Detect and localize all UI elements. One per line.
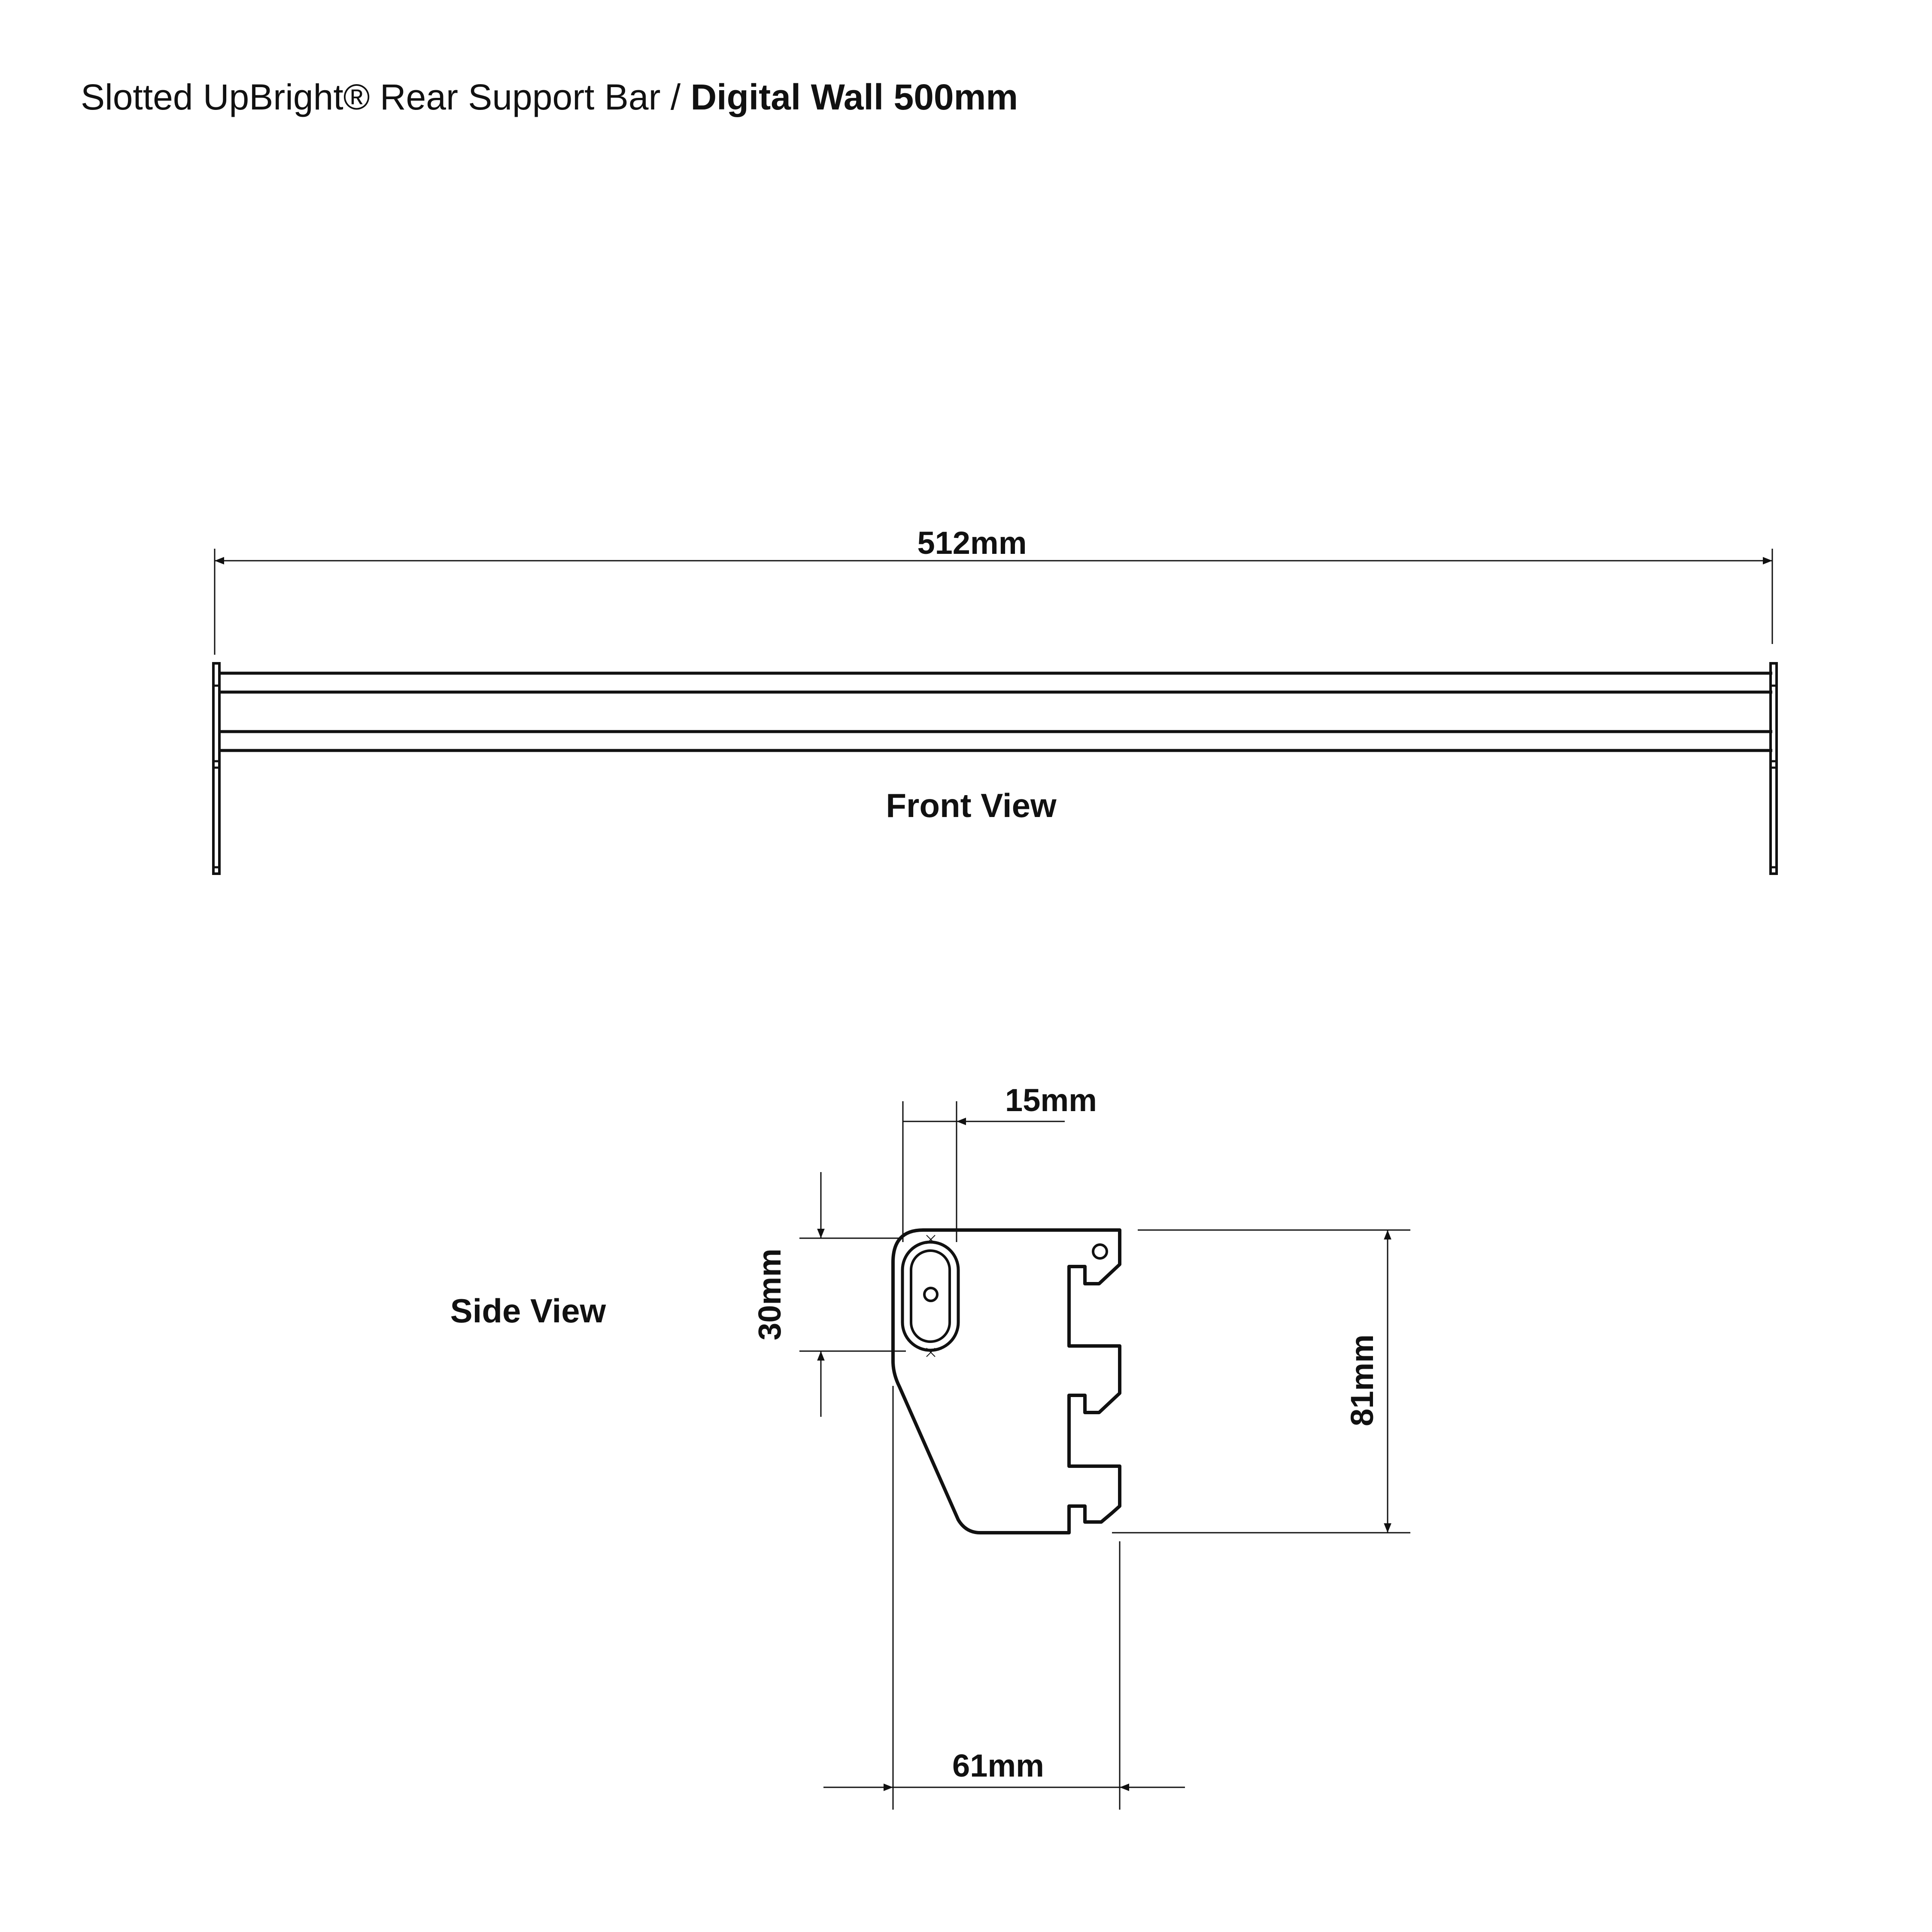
title-separator: /: [660, 77, 691, 117]
title-product: Slotted UpBright® Rear Support Bar: [81, 77, 661, 117]
end-bracket-right: [1769, 662, 1778, 875]
length-dimension: 512mm: [214, 525, 1773, 655]
dimension-30mm: 30mm: [752, 1172, 906, 1417]
dimension-label-512: 512mm: [917, 525, 1027, 561]
mounting-slot: [901, 1235, 960, 1357]
dimension-label-30: 30mm: [752, 1249, 787, 1340]
title-model: Digital Wall 500mm: [690, 77, 1018, 117]
drawing-title: Slotted UpBright® Rear Support Bar / Dig…: [81, 76, 1018, 118]
corner-hole: [1092, 1243, 1108, 1260]
support-bar: [219, 671, 1772, 752]
dimension-label-61: 61mm: [952, 1748, 1044, 1783]
slot-hole: [923, 1287, 939, 1302]
slot-outer: [901, 1240, 960, 1352]
dimension-label-15: 15mm: [1005, 1082, 1097, 1118]
front-view: 512mm Front View: [212, 525, 1778, 875]
dimension-label-81: 81mm: [1344, 1334, 1380, 1426]
dimension-81mm: 81mm: [1112, 1229, 1410, 1534]
front-view-label: Front View: [886, 787, 1057, 824]
dimension-15mm: 15mm: [902, 1082, 1097, 1242]
slot-inner: [910, 1249, 951, 1343]
bracket-outline: [891, 1228, 1121, 1534]
dimension-61mm: 61mm: [823, 1386, 1185, 1810]
side-view: Side View 15mm 30mm: [450, 1082, 1410, 1810]
side-view-label: Side View: [450, 1292, 606, 1330]
end-bracket-left: [212, 662, 221, 875]
